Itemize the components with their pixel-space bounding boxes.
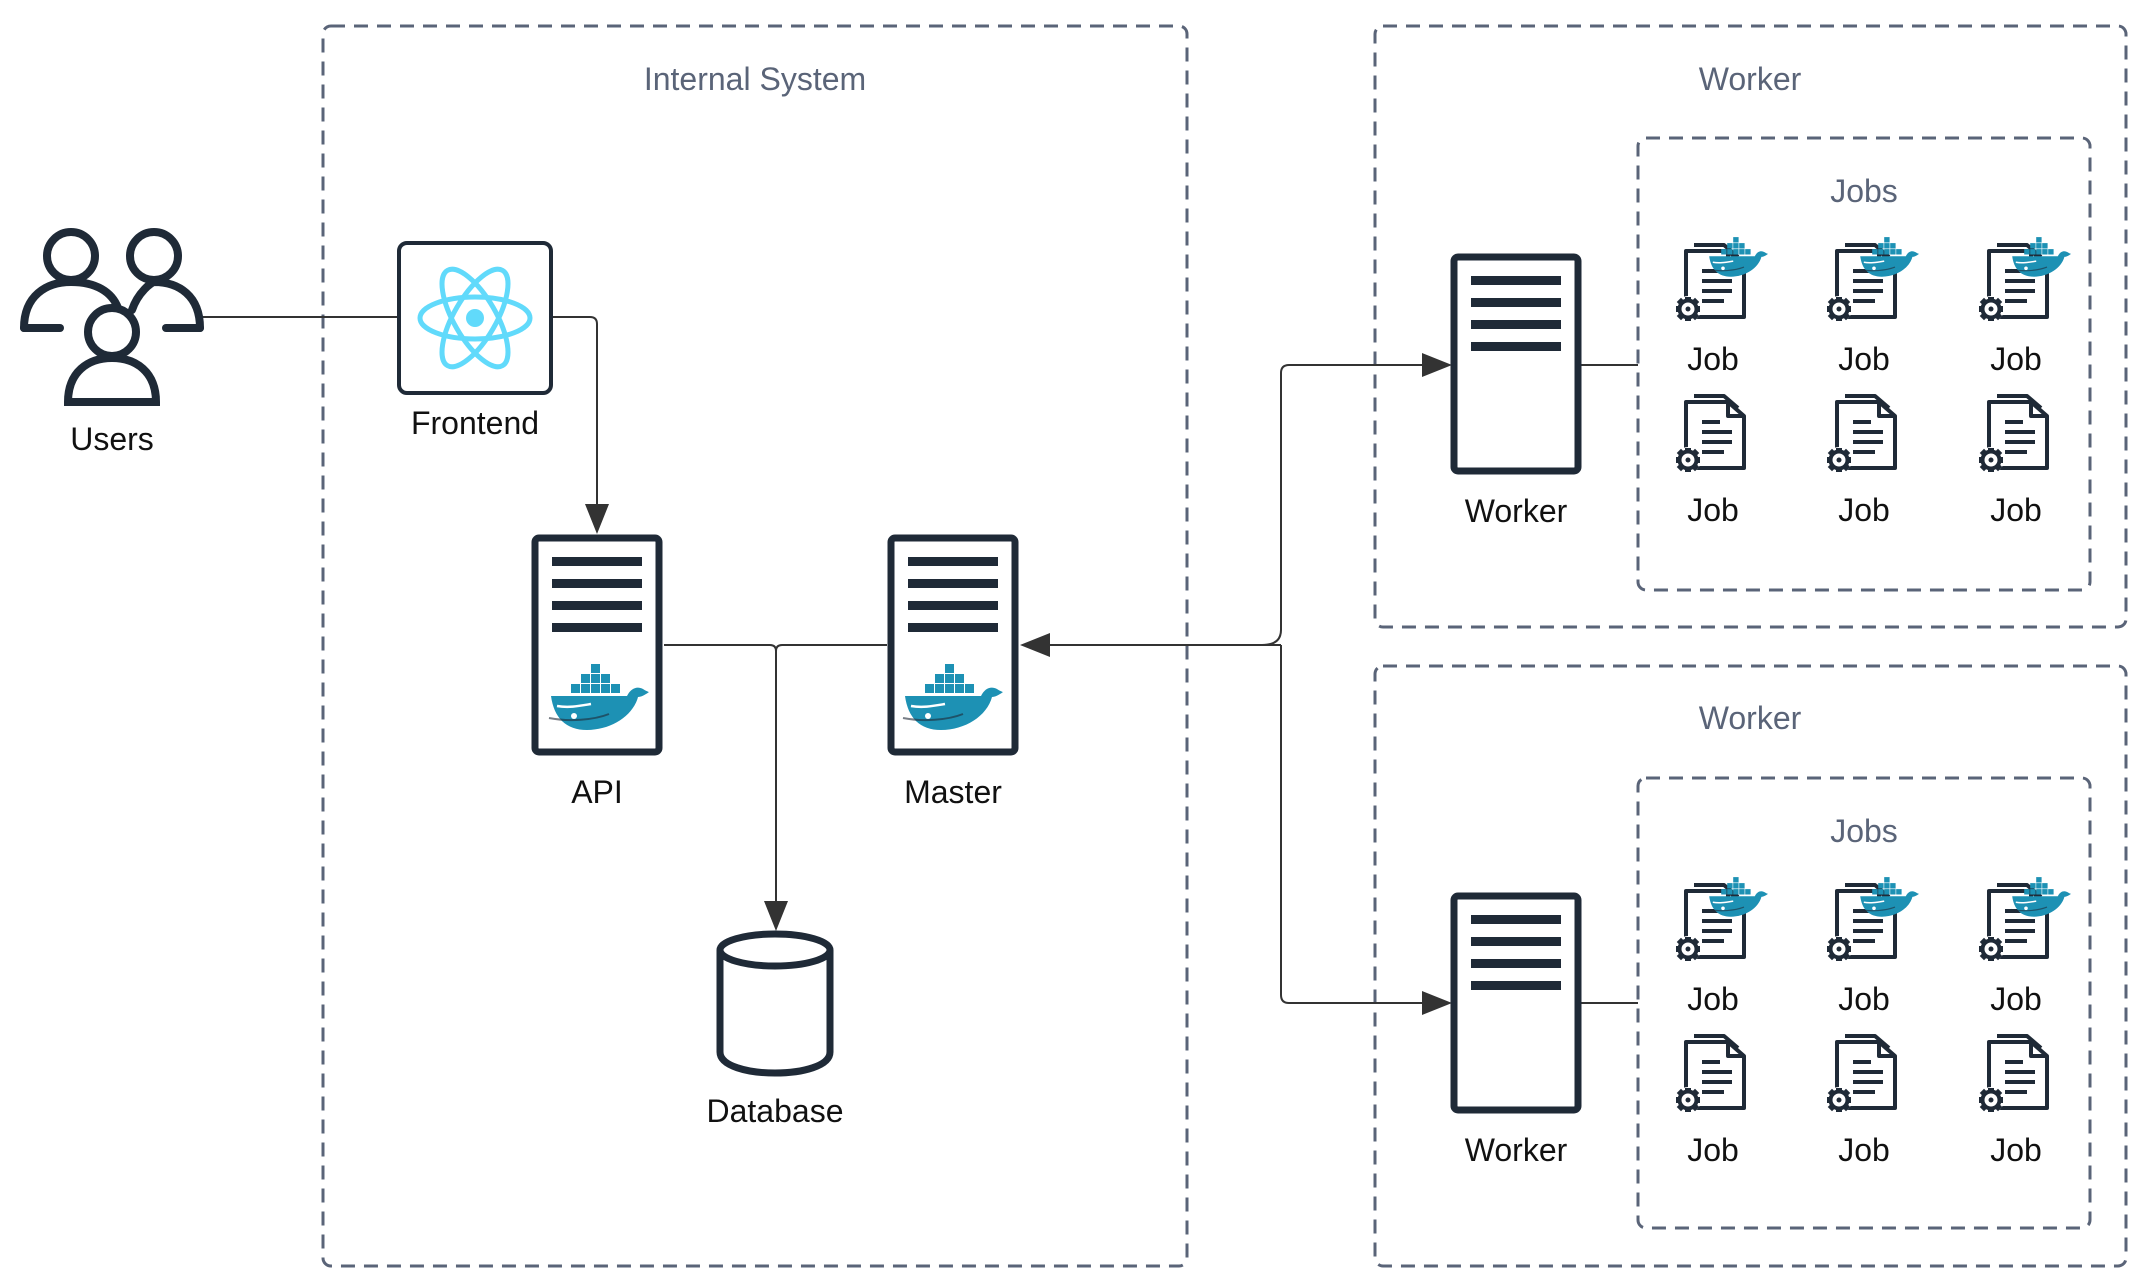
job-item: Job [1976, 236, 2072, 377]
database-icon [716, 930, 834, 1077]
job-icon [1673, 394, 1746, 475]
job-item: Job [1976, 1034, 2049, 1168]
master-node: Master [891, 538, 1015, 810]
job-item: Job [1824, 876, 1920, 1017]
job-item: Job [1976, 394, 2049, 528]
job-label: Job [1838, 341, 1890, 377]
job-item: Job [1673, 236, 1769, 377]
job-item: Job [1673, 394, 1746, 528]
job-label: Job [1990, 341, 2042, 377]
edge-api-database [664, 644, 788, 931]
internal-system-title: Internal System [644, 61, 866, 97]
frontend-node: Frontend [397, 241, 553, 441]
job-label: Job [1990, 1132, 2042, 1168]
database-label: Database [707, 1093, 844, 1129]
jobs-group-2-title: Jobs [1830, 813, 1898, 849]
job-label: Job [1990, 492, 2042, 528]
worker-group-1: Worker Jobs [1373, 24, 2128, 629]
job-label: Job [1838, 1132, 1890, 1168]
jobs-group-1 [1636, 136, 2092, 592]
worker-group-2: Worker Jobs [1373, 664, 2128, 1268]
worker-1-label: Worker [1465, 493, 1568, 529]
server-icon [1454, 896, 1578, 1110]
job-label: Job [1687, 981, 1739, 1017]
edge-master-worker1 [1261, 353, 1452, 646]
job-item: Job [1673, 1034, 1746, 1168]
worker-2-node: Worker [1454, 896, 1578, 1168]
job-item: Job [1824, 1034, 1897, 1168]
job-icon [1976, 1034, 2049, 1115]
job-label: Job [1990, 981, 2042, 1017]
react-icon [417, 266, 533, 370]
job-item: Job [1824, 236, 1920, 377]
job-label: Job [1687, 341, 1739, 377]
job-icon [1824, 394, 1897, 475]
job-label: Job [1838, 981, 1890, 1017]
users-label: Users [70, 421, 154, 457]
frontend-label: Frontend [411, 405, 539, 441]
worker-1-node: Worker [1454, 257, 1578, 529]
job-label: Job [1687, 1132, 1739, 1168]
server-icon [1454, 257, 1578, 471]
job-label: Job [1687, 492, 1739, 528]
edge-master-database [775, 644, 887, 652]
users-node: Users [20, 228, 204, 457]
users-icon [20, 228, 204, 406]
job-item: Job [1824, 394, 1897, 528]
edge-master-worker2 [1280, 645, 1452, 1015]
api-node: API [535, 538, 659, 810]
worker-group-1-title: Worker [1699, 61, 1802, 97]
worker-group-2-title: Worker [1699, 700, 1802, 736]
job-icon [1976, 394, 2049, 475]
worker-2-label: Worker [1465, 1132, 1568, 1168]
jobs-group-2 [1636, 776, 2092, 1230]
job-item: Job [1976, 876, 2072, 1017]
master-label: Master [904, 774, 1002, 810]
api-label: API [571, 774, 623, 810]
job-label: Job [1838, 492, 1890, 528]
job-icon [1673, 1034, 1746, 1115]
jobs-group-1-title: Jobs [1830, 173, 1898, 209]
job-item: Job [1673, 876, 1769, 1017]
job-icon [1824, 1034, 1897, 1115]
edge-frontend-api [551, 316, 609, 534]
database-node: Database [707, 930, 844, 1129]
